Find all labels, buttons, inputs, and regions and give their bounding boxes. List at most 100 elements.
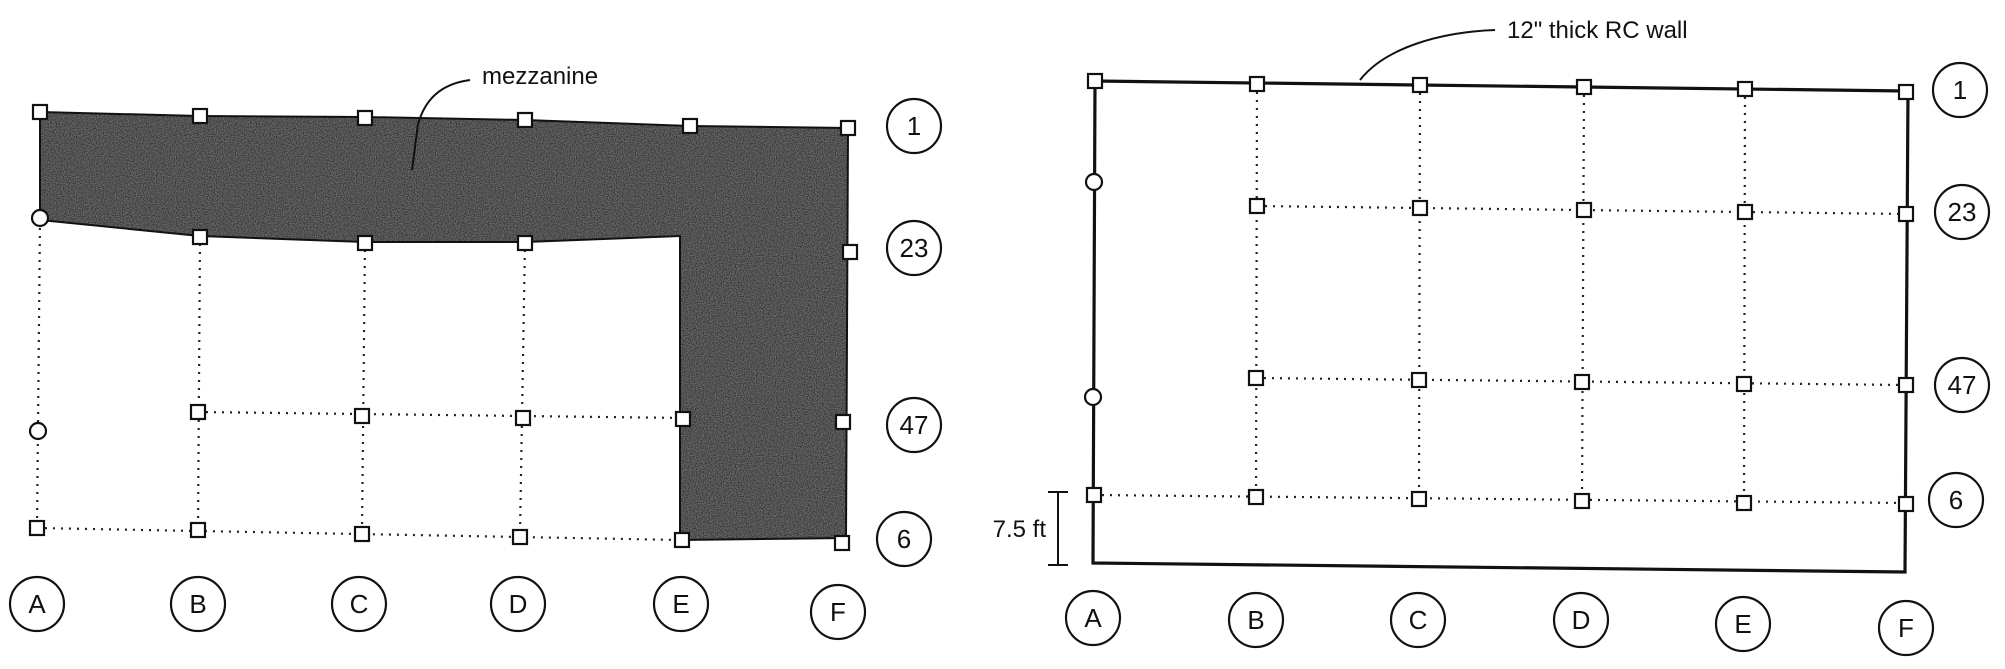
column-label: B	[1247, 605, 1264, 635]
row-bubble	[1933, 183, 1991, 241]
column-bubble	[809, 583, 867, 641]
grid-line	[197, 410, 686, 420]
column-label: B	[189, 589, 206, 619]
column	[1897, 205, 1915, 223]
column-label: D	[1572, 605, 1591, 635]
row-bubble	[1927, 471, 1985, 529]
wall-leader	[1359, 29, 1496, 81]
dimension-7-5-ft: 7.5 ft	[993, 491, 1068, 566]
column	[1897, 376, 1915, 394]
column	[1573, 492, 1591, 510]
row-label: 23	[900, 233, 929, 263]
column-bubble	[8, 575, 66, 633]
row-bubble	[875, 510, 933, 568]
column	[1411, 199, 1429, 217]
row-label: 6	[1949, 485, 1963, 515]
column	[356, 109, 374, 127]
wall-label: 12" thick RC wall	[1507, 17, 1688, 44]
grid-line	[518, 241, 527, 535]
column	[1247, 369, 1265, 387]
left-plan: mezzanine 1 23 47 6 A B C D E F	[8, 63, 943, 641]
column-bubble	[1227, 591, 1285, 649]
column	[1411, 76, 1429, 94]
left-column-bubbles: A B C D E F	[8, 575, 867, 641]
row-label: 47	[1948, 370, 1977, 400]
column	[1410, 490, 1428, 508]
column-bubble	[330, 575, 388, 633]
column	[28, 421, 48, 441]
left-row-bubbles: 1 23 47 6	[875, 97, 943, 568]
left-columns	[28, 103, 859, 552]
row-bubble	[1931, 61, 1989, 119]
column	[516, 234, 534, 252]
column	[356, 234, 374, 252]
column-label: A	[1084, 603, 1102, 633]
row-bubble	[885, 97, 943, 155]
rc-wall-perimeter	[1091, 79, 1910, 574]
column	[516, 111, 534, 129]
column	[353, 407, 371, 425]
column	[1575, 78, 1593, 96]
column-label: C	[1409, 605, 1428, 635]
row-label: 1	[1953, 75, 1967, 105]
column	[839, 119, 857, 137]
grid-line	[360, 241, 367, 532]
right-column-bubbles: A B C D E F	[1064, 589, 1935, 657]
column	[1735, 494, 1753, 512]
column	[1085, 486, 1103, 504]
row-bubble	[885, 396, 943, 454]
left-grid-lines	[35, 219, 686, 542]
column	[189, 521, 207, 539]
row-label: 1	[907, 111, 921, 141]
mezzanine-label: mezzanine	[482, 63, 598, 90]
column	[833, 534, 851, 552]
column	[191, 228, 209, 246]
dimension-label: 7.5 ft	[993, 516, 1047, 543]
column	[1897, 495, 1915, 513]
grid-line	[1417, 84, 1422, 499]
column	[191, 107, 209, 125]
column-bubble	[652, 575, 710, 633]
column-label: E	[672, 589, 689, 619]
column	[674, 410, 692, 428]
column	[834, 413, 852, 431]
column	[1735, 375, 1753, 393]
grid-line	[1580, 86, 1586, 501]
grid-line	[1742, 88, 1747, 503]
column	[1736, 80, 1754, 98]
column-label: F	[830, 597, 846, 627]
column-bubble	[1064, 589, 1122, 647]
column	[31, 103, 49, 121]
grid-line	[1093, 493, 1907, 505]
right-plan: 12" thick RC wall 7.5 ft 1 23 47 6 A B	[993, 17, 1991, 657]
column	[681, 117, 699, 135]
column	[1248, 75, 1266, 93]
row-bubble	[1933, 356, 1991, 414]
row-bubble	[885, 219, 943, 277]
column	[353, 525, 371, 543]
column-label: E	[1734, 609, 1751, 639]
row-label: 6	[897, 524, 911, 554]
right-grid-lines	[1093, 83, 1907, 505]
right-row-bubbles: 1 23 47 6	[1927, 61, 1991, 529]
column-label: C	[350, 589, 369, 619]
column	[1086, 72, 1104, 90]
column-label: F	[1898, 613, 1914, 643]
column	[189, 403, 207, 421]
column	[1248, 197, 1266, 215]
column	[841, 243, 859, 261]
column-bubble	[1877, 599, 1935, 657]
mezzanine-area	[39, 110, 850, 542]
grid-line	[196, 235, 202, 529]
column	[511, 528, 529, 546]
column	[1084, 172, 1104, 192]
grid-line	[1254, 83, 1259, 497]
column	[1247, 488, 1265, 506]
column-bubble	[489, 575, 547, 633]
row-label: 23	[1948, 197, 1977, 227]
column	[1573, 373, 1591, 391]
column	[1410, 371, 1428, 389]
column	[1575, 201, 1593, 219]
column-bubble	[1552, 591, 1610, 649]
